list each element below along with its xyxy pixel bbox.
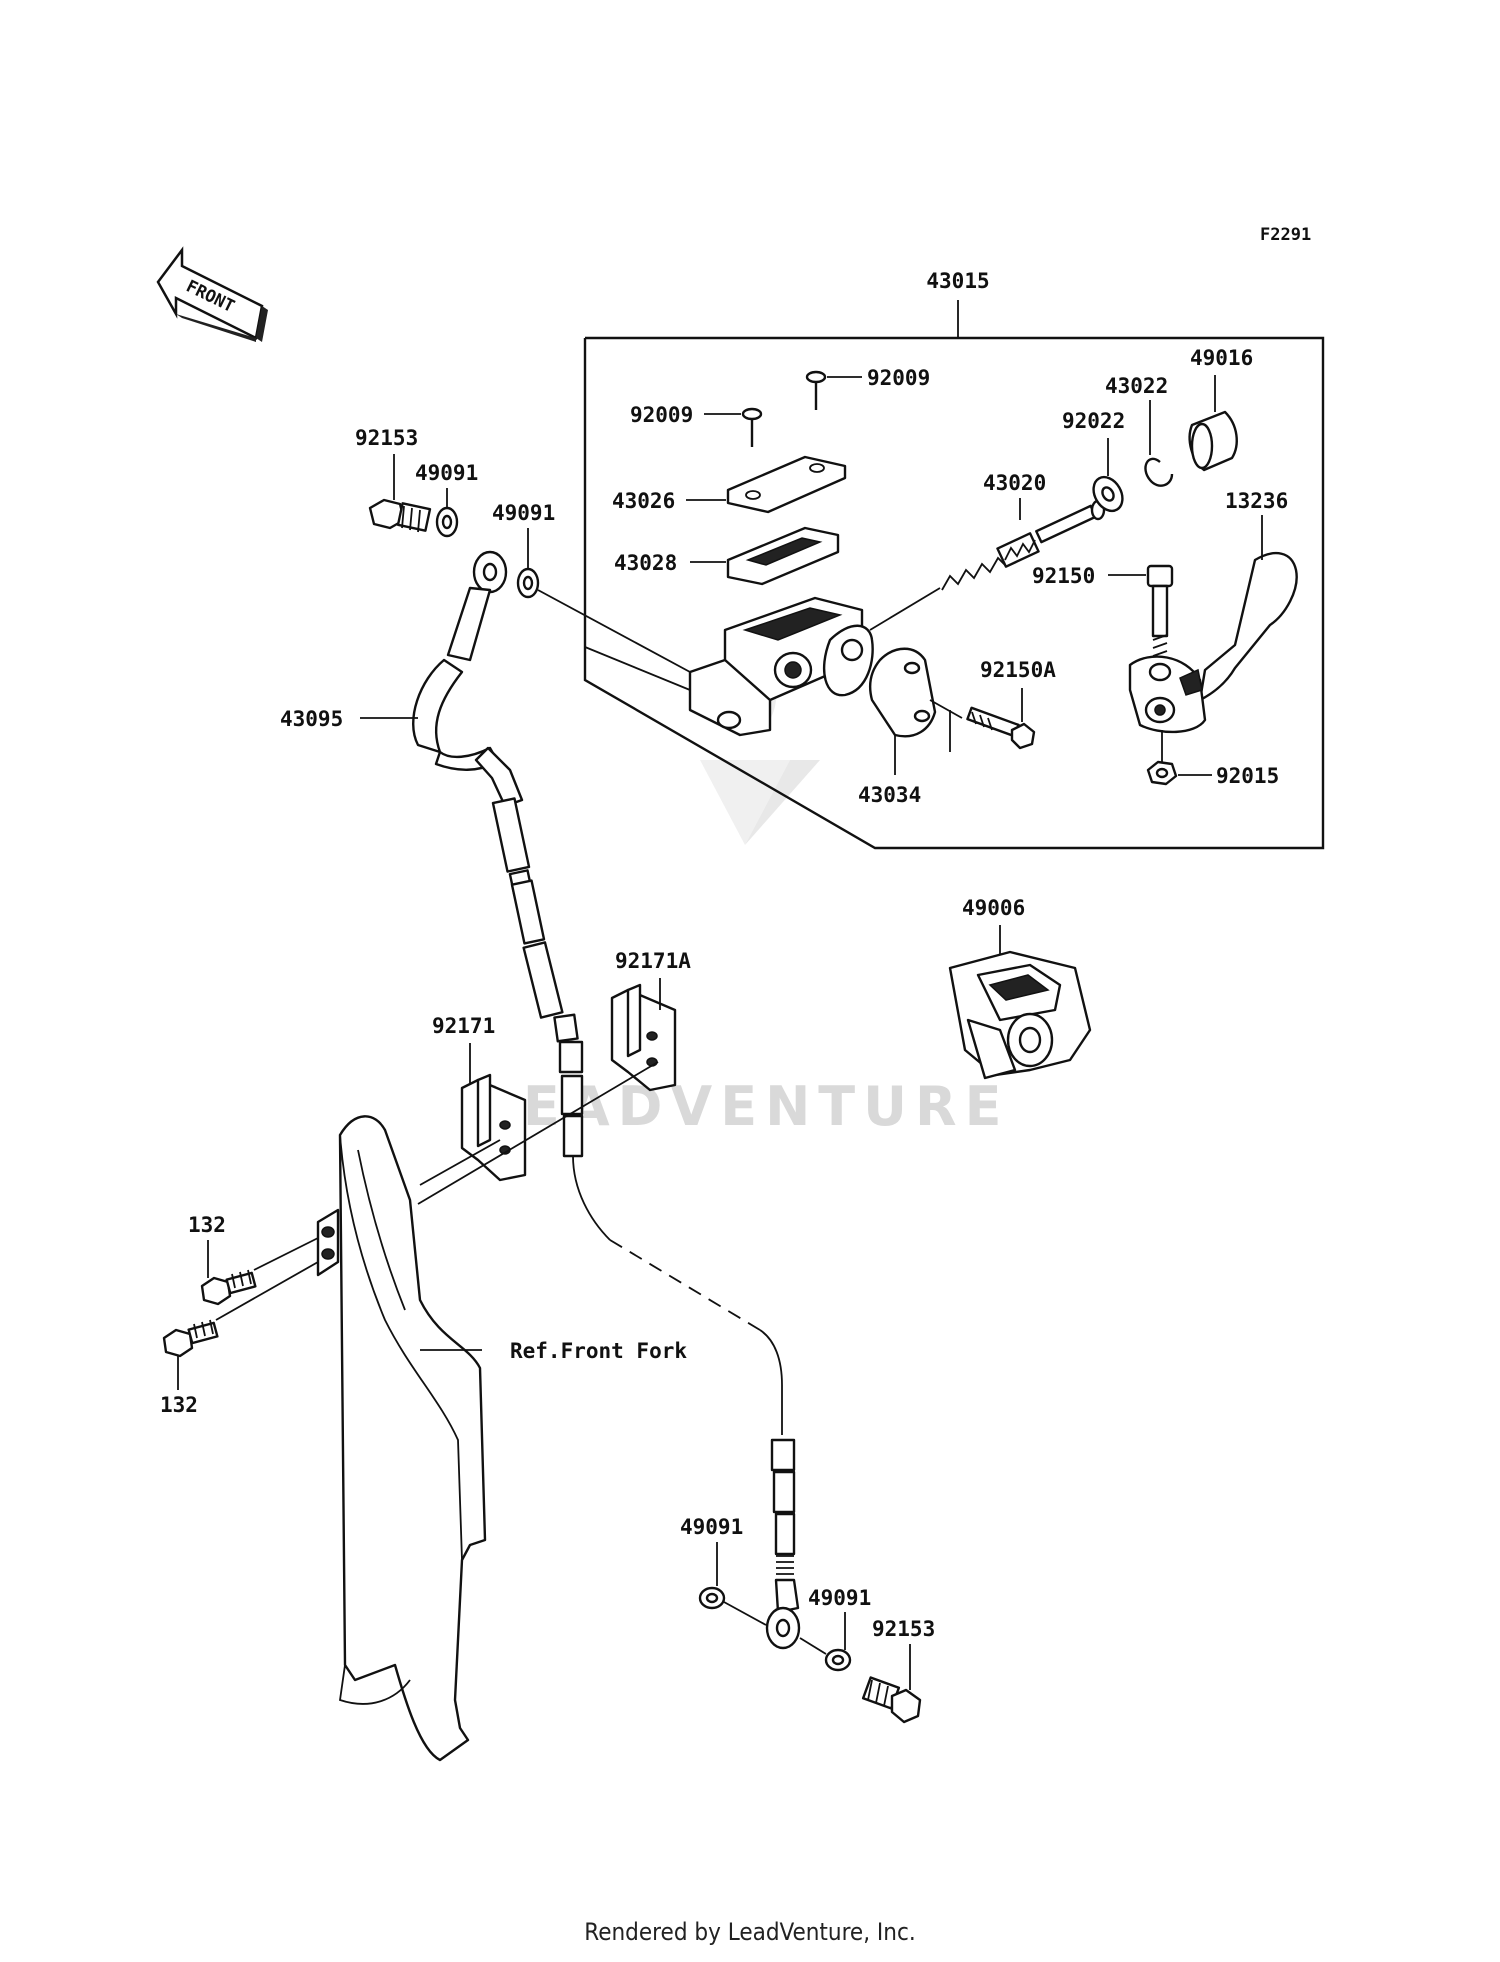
circlip-43022: 43022 (1105, 374, 1174, 487)
bolt-132-lower: 132 (160, 1261, 319, 1417)
washer-92022: 92022 (1062, 409, 1125, 513)
part-label-92009-left: 92009 (630, 403, 693, 427)
part-label-92153-lower: 92153 (872, 1617, 935, 1641)
brake-lever-13236: 13236 (1128, 489, 1298, 734)
copper-washer-49091-upper-left: 49091 (415, 461, 478, 538)
nut-92015: 92015 (1146, 730, 1279, 788)
bolt-132-upper: 132 (188, 1213, 319, 1306)
reference-label-front-fork: Ref.Front Fork (510, 1339, 687, 1363)
copper-washer-49091-lower-right: 49091 (799, 1586, 871, 1672)
assembly-line-upper (417, 1061, 659, 1205)
part-label-43020: 43020 (983, 471, 1046, 495)
pivot-bolt-92150: 92150 (1032, 564, 1174, 657)
reservoir-cap-43026: 43026 (612, 455, 847, 514)
part-label-43015: 43015 (926, 269, 989, 293)
part-label-49091-upper-right: 49091 (492, 501, 555, 525)
piston-assembly-43020: 43020 (941, 471, 1106, 591)
part-label-49006: 49006 (962, 896, 1025, 920)
part-label-43028: 43028 (614, 551, 677, 575)
part-label-92150A: 92150A (980, 658, 1056, 682)
part-label-43095: 43095 (280, 707, 343, 731)
front-arrow-icon: FRONT (156, 246, 268, 342)
part-label-43026: 43026 (612, 489, 675, 513)
watermark-text: LEADVENTURE (481, 1075, 1010, 1138)
lever-cover-49006: 49006 (948, 896, 1092, 1080)
part-label-49091-lower-left: 49091 (680, 1515, 743, 1539)
banjo-bolt-92153-lower: 92153 (861, 1617, 935, 1724)
banjo-bolt-92153-upper: 92153 (355, 426, 432, 533)
part-label-92022: 92022 (1062, 409, 1125, 433)
hose-guide-92171A: 92171A (610, 949, 691, 1092)
footer-credit: Rendered by LeadVenture, Inc. (584, 1918, 915, 1946)
copper-washer-49091-lower-left: 49091 (680, 1515, 767, 1626)
diaphragm-43028: 43028 (614, 526, 840, 586)
figure-code: F2291 (1260, 225, 1311, 245)
dust-boot-49016: 49016 (1188, 346, 1253, 472)
part-label-92171: 92171 (432, 1014, 495, 1038)
part-label-92153-upper: 92153 (355, 426, 418, 450)
copper-washer-49091-upper-right: 49091 (492, 501, 691, 673)
brake-hose-43095: 43095 (280, 550, 801, 1650)
part-label-132-lower: 132 (160, 1393, 198, 1417)
part-label-43022: 43022 (1105, 374, 1168, 398)
part-label-92009-right: 92009 (867, 366, 930, 390)
part-label-49091-lower-right: 49091 (808, 1586, 871, 1610)
part-label-49016: 49016 (1190, 346, 1253, 370)
hose-guide-92171: 92171 (432, 1014, 527, 1182)
clamp-43034: 43034 (858, 647, 963, 807)
part-label-92171A: 92171A (615, 949, 691, 973)
front-fork-reference: Ref.Front Fork (316, 1115, 687, 1762)
part-label-43034: 43034 (858, 783, 921, 807)
screw-92009-right: 92009 (805, 366, 930, 410)
part-label-132-upper: 132 (188, 1213, 226, 1237)
part-label-49091-upper-left: 49091 (415, 461, 478, 485)
master-cylinder-body (584, 587, 941, 737)
part-label-92150: 92150 (1032, 564, 1095, 588)
master-cylinder-assembly-box: 43015 (583, 269, 1325, 850)
part-label-92015: 92015 (1216, 764, 1279, 788)
screw-92009-left: 92009 (630, 403, 763, 447)
assembly-line-lower (419, 1139, 501, 1186)
part-label-13236: 13236 (1225, 489, 1288, 513)
bolt-92150A: 92150A (966, 658, 1056, 750)
